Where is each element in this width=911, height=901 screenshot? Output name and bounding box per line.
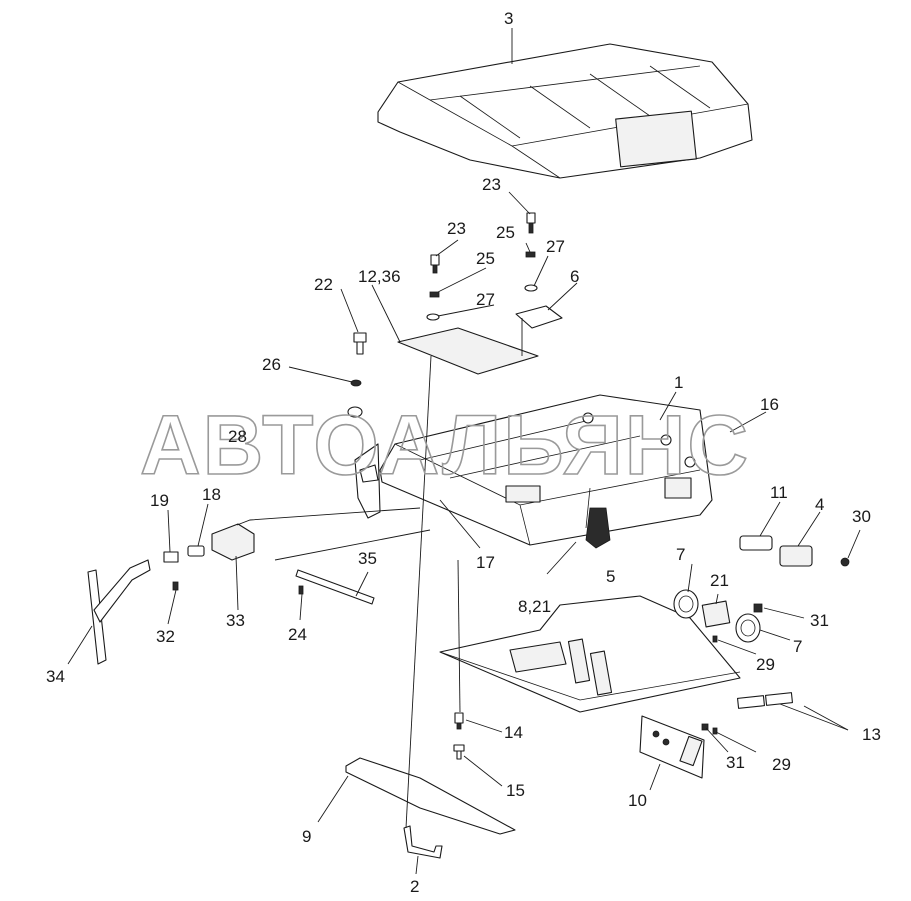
callout-25-mid: 25: [476, 249, 495, 268]
callout-17: 17: [476, 553, 495, 572]
callout-10: 10: [628, 791, 647, 810]
part-cover-plate-6: [515, 305, 563, 329]
callout-1: 1: [674, 373, 683, 392]
callout-27-top: 27: [546, 237, 565, 256]
part-control-panel-10: [639, 715, 705, 779]
callout-8-21: 8,21: [518, 597, 551, 616]
callout-7-lower: 7: [793, 637, 802, 656]
part-screw-32: [172, 581, 179, 591]
part-trim-9: [345, 757, 516, 835]
part-washer-28: [347, 406, 363, 418]
part-motor-33: [211, 523, 255, 561]
callout-15: 15: [506, 781, 525, 800]
part-washer-27-upper: [524, 284, 538, 292]
callout-11: 11: [770, 483, 788, 502]
callout-27-mid: 27: [476, 290, 495, 309]
callout-29-upper: 29: [756, 655, 775, 674]
callout-14: 14: [504, 723, 523, 742]
callout-35: 35: [358, 549, 377, 568]
part-lamp-4: [779, 545, 813, 567]
callouts: 3 23 25 27 23 25 27 12,36 6 22 26 1 16 2…: [46, 9, 881, 896]
part-wiper-arm-34: [87, 559, 151, 665]
part-washer-27-lower: [426, 313, 440, 321]
callout-24: 24: [288, 625, 307, 644]
callout-31-lower: 31: [726, 753, 745, 772]
callout-7-upper: 7: [676, 545, 685, 564]
leader-lines: [67, 28, 861, 875]
part-handle-2: [403, 825, 443, 859]
part-frame-assembly: [354, 394, 713, 549]
part-screw-29-upper: [712, 635, 718, 643]
part-washer-18: [187, 545, 205, 557]
part-clip-31-lower: [701, 723, 709, 731]
callout-4: 4: [815, 495, 824, 514]
callout-19: 19: [150, 491, 169, 510]
part-bolt-23-lower: [430, 254, 440, 274]
callout-33: 33: [226, 611, 245, 630]
callout-30: 30: [852, 507, 871, 526]
callout-3: 3: [504, 9, 513, 28]
callout-12-36: 12,36: [358, 267, 401, 286]
part-lens-13: [736, 692, 794, 709]
callout-2: 2: [410, 877, 419, 896]
part-ring-7-lower: [735, 613, 761, 643]
part-bolt-23-upper: [526, 212, 536, 234]
part-bolt-15: [453, 744, 465, 760]
callout-32: 32: [156, 627, 175, 646]
callout-28: 28: [228, 427, 247, 446]
part-rod-35: [295, 569, 375, 605]
callout-6: 6: [570, 267, 579, 286]
callout-25-top: 25: [496, 223, 515, 242]
part-screw-29-lower: [712, 727, 718, 735]
callout-26: 26: [262, 355, 281, 374]
part-screw-24: [298, 585, 304, 595]
callout-21: 21: [710, 571, 729, 590]
callout-29-lower: 29: [772, 755, 791, 774]
part-washer-25-lower: [429, 291, 440, 298]
part-bolt-14: [454, 712, 464, 730]
part-nut-19: [163, 551, 179, 563]
part-lens-11: [739, 535, 773, 551]
part-ring-7-upper: [673, 589, 699, 619]
callout-13: 13: [862, 725, 881, 744]
callout-23-mid: 23: [447, 219, 466, 238]
part-clip-31-upper: [753, 603, 763, 613]
part-nut-30: [840, 557, 850, 567]
callout-23-top: 23: [482, 175, 501, 194]
callout-9: 9: [302, 827, 311, 846]
part-panel-12-36: [397, 327, 539, 375]
part-roof-cover: [377, 43, 753, 179]
part-bolt-22: [353, 332, 367, 355]
callout-18: 18: [202, 485, 221, 504]
part-washer-26: [350, 379, 362, 387]
callout-34: 34: [46, 667, 65, 686]
part-washer-25-upper: [525, 251, 536, 258]
watermark-text: АВТОАЛЬЯНС: [140, 398, 750, 492]
part-lower-housing-5: [439, 595, 741, 713]
part-plate-21: [701, 600, 731, 628]
callout-5: 5: [606, 567, 615, 586]
callout-31-upper: 31: [810, 611, 829, 630]
callout-22: 22: [314, 275, 333, 294]
callout-16: 16: [760, 395, 779, 414]
